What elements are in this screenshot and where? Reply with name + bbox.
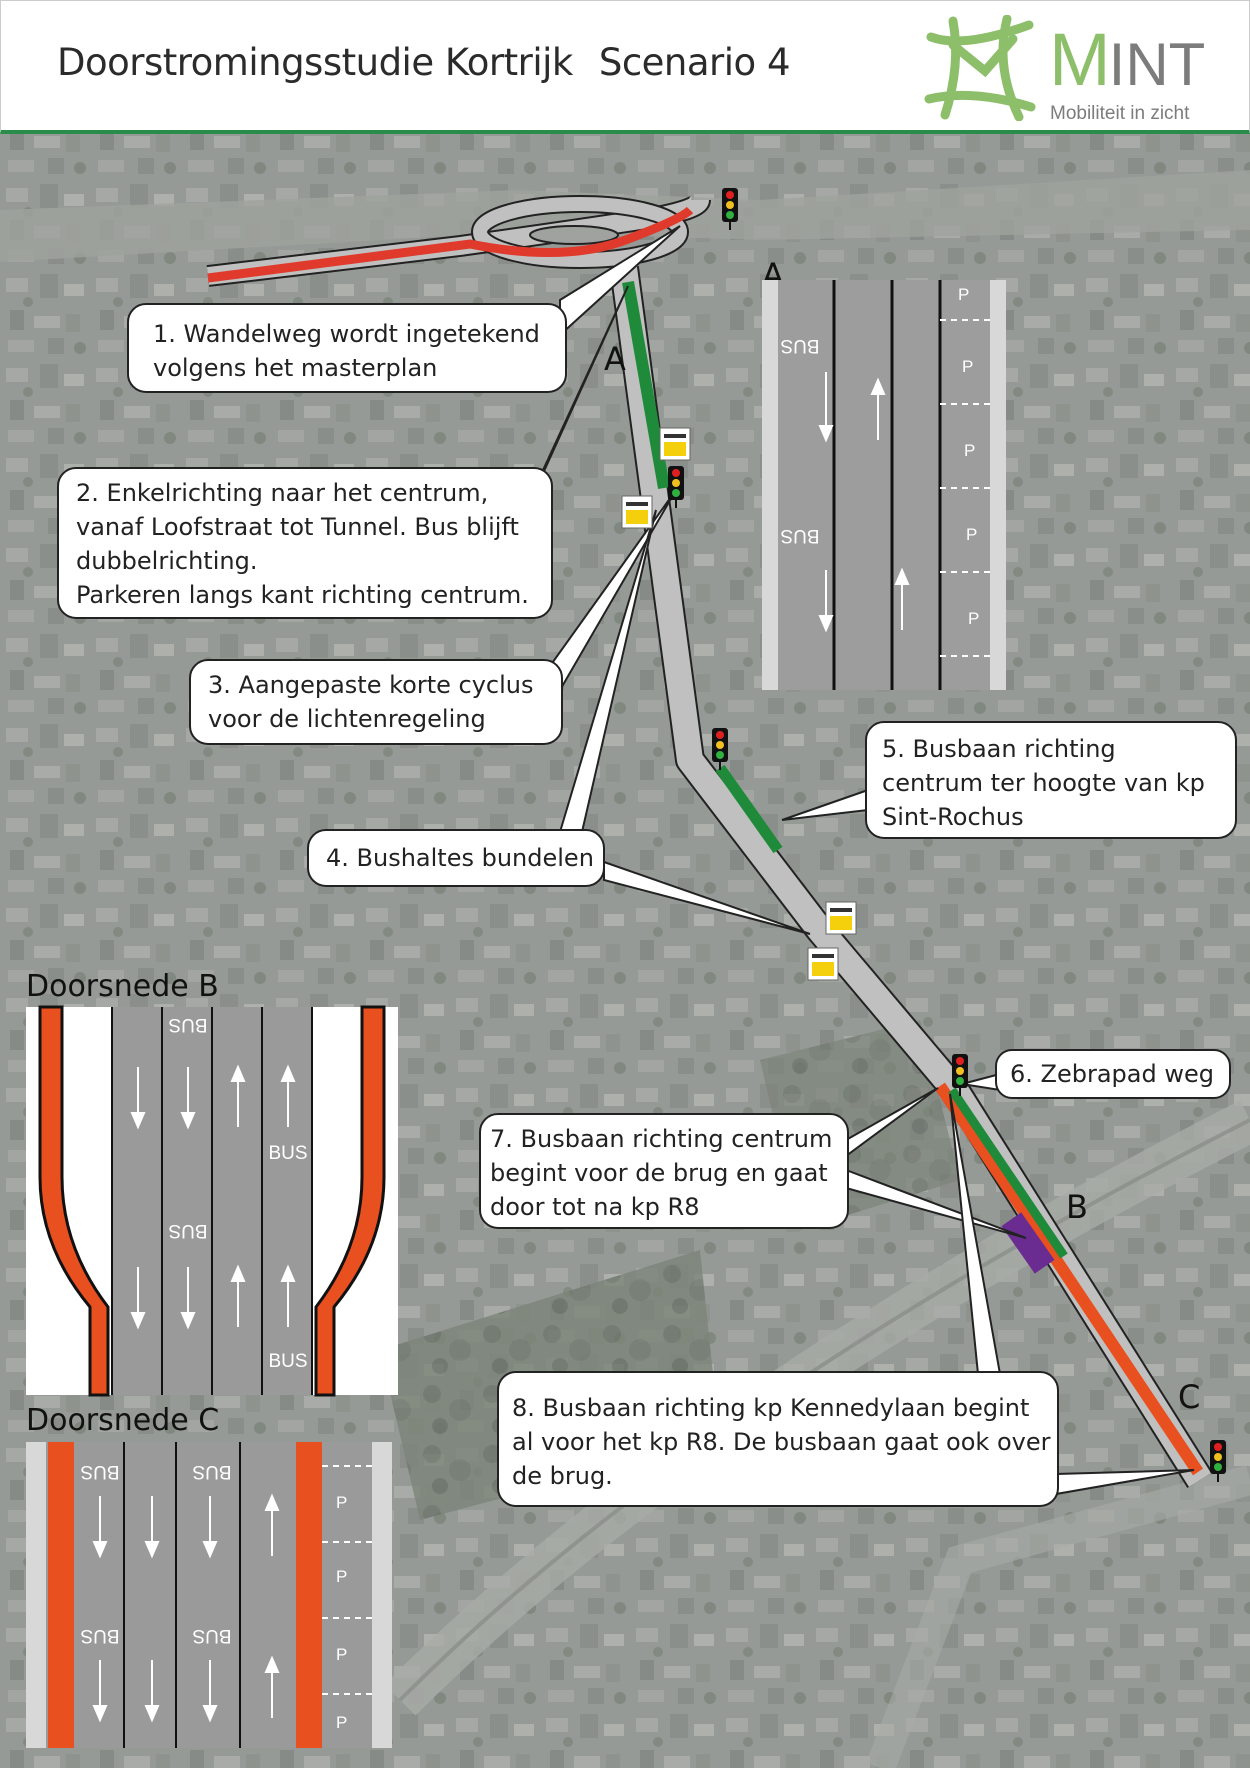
callout-line: begint voor de brug en gaat xyxy=(490,1159,828,1187)
svg-text:6. Zebrapad weg: 6. Zebrapad weg xyxy=(1010,1060,1214,1088)
svg-text:4. Bushaltes bundelen: 4. Bushaltes bundelen xyxy=(326,844,594,872)
cross-section-a: BUS BUS P P P P P xyxy=(762,280,1006,690)
svg-text:BUS: BUS xyxy=(168,1220,207,1241)
cross-section-b-title: Doorsnede B xyxy=(26,969,219,1004)
bus-lane-segment-a xyxy=(622,280,670,490)
cross-section-b: BUS BUS BUS BUS xyxy=(26,1005,398,1397)
bus-lane-kennedylaan xyxy=(935,1082,1203,1476)
traffic-light-icon xyxy=(1210,1440,1226,1482)
section-marker-b: B xyxy=(1066,1188,1088,1226)
callout-8: 8. Busbaan richting kp Kennedylaan begin… xyxy=(497,1093,1195,1507)
bus-stop-icon xyxy=(659,427,691,461)
callout-1: 1. Wandelweg wordt ingetekend volgens het… xyxy=(127,225,681,393)
svg-text:P: P xyxy=(336,1493,347,1512)
svg-text:P: P xyxy=(964,441,975,460)
bus-stop-icon xyxy=(825,901,857,935)
callout-line: door tot na kp R8 xyxy=(490,1193,699,1221)
cross-section-c: BUS BUS BUS BUS P P P P xyxy=(26,1442,392,1748)
mint-logo-icon xyxy=(924,15,1036,121)
marker-b xyxy=(1001,1212,1055,1274)
svg-text:BUS: BUS xyxy=(192,1625,231,1646)
svg-text:BUS: BUS xyxy=(268,1143,307,1164)
callout-line: vanaf Loofstraat tot Tunnel. Bus blijft xyxy=(76,513,519,541)
svg-text:P: P xyxy=(966,525,977,544)
callout-line: 4. Bushaltes bundelen xyxy=(326,844,594,872)
svg-text:P: P xyxy=(336,1645,347,1664)
callout-line: de brug. xyxy=(512,1462,613,1490)
callout-5: 5. Busbaan richting centrum ter hoogte va… xyxy=(781,721,1237,839)
bus-stop-icon xyxy=(807,947,839,981)
svg-text:BUS: BUS xyxy=(168,1014,207,1035)
section-marker-c: C xyxy=(1178,1378,1200,1416)
svg-text:BUS: BUS xyxy=(80,1625,119,1646)
callout-4: 4. Bushaltes bundelen xyxy=(307,509,811,935)
scenario-label: Scenario 4 xyxy=(598,41,791,84)
bus-stop-icon xyxy=(621,495,653,529)
callout-line: 5. Busbaan richting xyxy=(882,735,1116,763)
svg-text:2. Enkelrichting naar het cent: 2. Enkelrichting naar het centrum, vanaf … xyxy=(76,479,529,609)
logo-wordmark: MINT xyxy=(1049,18,1206,101)
callout-line: centrum ter hoogte van kp xyxy=(882,769,1205,797)
traffic-light-icon xyxy=(952,1054,968,1096)
callout-line: 7. Busbaan richting centrum xyxy=(490,1125,832,1153)
traffic-light-icon xyxy=(712,728,728,770)
svg-text:BUS: BUS xyxy=(192,1461,231,1482)
logo-tagline: Mobiliteit in zicht xyxy=(1050,103,1190,124)
callout-3: 3. Aangepaste korte cyclus voor de lichte… xyxy=(189,489,677,745)
svg-text:BUS: BUS xyxy=(80,1461,119,1482)
callout-line: 8. Busbaan richting kp Kennedylaan begin… xyxy=(512,1394,1029,1422)
svg-text:BUS: BUS xyxy=(268,1351,307,1372)
svg-text:P: P xyxy=(958,285,969,304)
svg-text:BUS: BUS xyxy=(780,335,819,356)
traffic-light-icon xyxy=(722,188,738,230)
walkway-line xyxy=(207,206,694,283)
traffic-light-icon xyxy=(668,466,684,508)
callout-line: al voor het kp R8. De busbaan gaat ook o… xyxy=(512,1428,1051,1456)
callout-line: 3. Aangepaste korte cyclus xyxy=(208,671,534,699)
bus-lane-segment-sint-rochus xyxy=(715,764,783,854)
callout-6: 6. Zebrapad weg xyxy=(961,1049,1231,1099)
svg-text:BUS: BUS xyxy=(780,525,819,546)
station-loop xyxy=(206,194,711,287)
section-marker-a-road: A xyxy=(604,340,626,378)
callout-line: volgens het masterplan xyxy=(153,354,437,382)
callout-line: 2. Enkelrichting naar het centrum, xyxy=(76,479,488,507)
callout-2: 2. Enkelrichting naar het centrum, vanaf … xyxy=(57,285,629,619)
callout-7: 7. Busbaan richting centrum begint voor d… xyxy=(479,1087,1027,1239)
svg-text:P: P xyxy=(962,357,973,376)
callout-line: voor de lichtenregeling xyxy=(208,705,486,733)
callout-line: Sint-Rochus xyxy=(882,803,1024,831)
svg-text:P: P xyxy=(336,1713,347,1732)
callout-line: dubbelrichting. xyxy=(76,547,257,575)
map-canvas: 1. Wandelweg wordt ingetekend volgens het… xyxy=(0,134,1250,1768)
bus-lane-centrum-bridge xyxy=(948,1087,1068,1259)
callout-line: Parkeren langs kant richting centrum. xyxy=(76,581,529,609)
cross-section-c-title: Doorsnede C xyxy=(26,1403,219,1438)
svg-text:P: P xyxy=(968,609,979,628)
callout-line: 6. Zebrapad weg xyxy=(1010,1060,1214,1088)
callout-line: 1. Wandelweg wordt ingetekend xyxy=(153,320,540,348)
svg-text:8. Busbaan richting kp Kennedy: 8. Busbaan richting kp Kennedylaan begin… xyxy=(512,1394,1051,1490)
svg-text:P: P xyxy=(336,1567,347,1586)
